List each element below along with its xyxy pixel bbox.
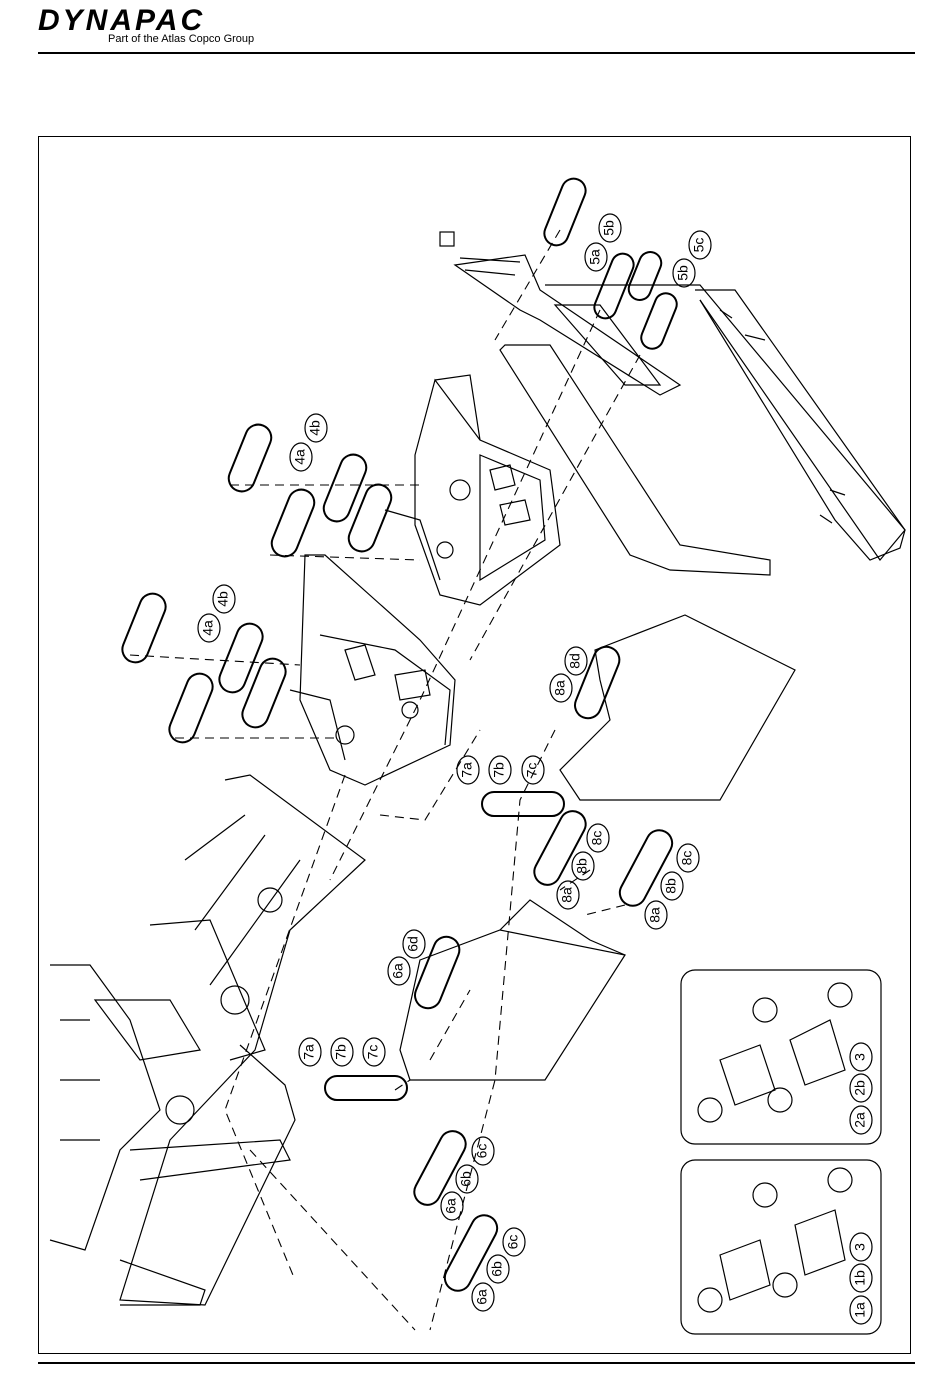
svg-text:7c: 7c — [524, 763, 540, 778]
callout-6d: 6d — [403, 930, 425, 958]
callout-6c-low: 6c — [503, 1228, 525, 1256]
lower-cassette-drawing — [290, 555, 455, 785]
callout-1a: 1a — [850, 1296, 872, 1324]
callout-1b: 1b — [850, 1264, 872, 1292]
callout-7c-top: 7c — [522, 756, 544, 784]
svg-text:6c: 6c — [505, 1235, 521, 1250]
callout-6c-mid: 6c — [472, 1137, 494, 1165]
svg-text:6b: 6b — [458, 1171, 474, 1187]
svg-text:6a: 6a — [390, 963, 406, 979]
callout-2a: 2a — [850, 1106, 872, 1134]
svg-text:7c: 7c — [365, 1045, 381, 1060]
svg-text:5c: 5c — [691, 238, 707, 253]
svg-text:8c: 8c — [679, 851, 695, 866]
footer-divider — [38, 1362, 915, 1364]
svg-text:1a: 1a — [852, 1302, 868, 1318]
svg-text:8c: 8c — [589, 831, 605, 846]
svg-text:8a: 8a — [552, 680, 568, 696]
svg-text:5b: 5b — [675, 265, 691, 281]
svg-text:6c: 6c — [474, 1144, 490, 1159]
callout-8c-mid: 8c — [587, 824, 609, 852]
svg-text:6d: 6d — [405, 936, 421, 952]
callout-3-upper: 3 — [850, 1043, 872, 1071]
callout-7c-low: 7c — [363, 1038, 385, 1066]
callout-6a-mid: 6a — [441, 1192, 463, 1220]
callout-6a-low: 6a — [472, 1283, 494, 1311]
callout-4b-mid: 4b — [213, 585, 235, 613]
svg-text:4a: 4a — [292, 449, 308, 465]
svg-text:6a: 6a — [474, 1289, 490, 1305]
callout-5c: 5c — [689, 231, 711, 259]
callout-8a-low: 8a — [645, 901, 667, 929]
callout-8d: 8d — [565, 647, 587, 675]
svg-text:2a: 2a — [852, 1112, 868, 1128]
callout-2b: 2b — [850, 1074, 872, 1102]
callout-7b-top: 7b — [489, 756, 511, 784]
svg-text:8a: 8a — [559, 887, 575, 903]
drum-shells-drawing — [400, 615, 795, 1080]
upper-cassette-drawing — [385, 375, 560, 605]
svg-text:3: 3 — [852, 1243, 868, 1251]
callout-8b-low: 8b — [661, 872, 683, 900]
callout-6b-low: 6b — [487, 1255, 509, 1283]
svg-text:8b: 8b — [574, 858, 590, 874]
callout-4a-top: 4a — [290, 443, 312, 471]
svg-text:5b: 5b — [601, 220, 617, 236]
svg-text:6b: 6b — [489, 1261, 505, 1277]
svg-text:3: 3 — [852, 1053, 868, 1061]
coupling-parts-drawing — [698, 983, 852, 1312]
callout-8a-mid: 8a — [557, 881, 579, 909]
fastener-groups — [118, 175, 680, 1295]
svg-text:8b: 8b — [663, 878, 679, 894]
callout-7b-low: 7b — [331, 1038, 353, 1066]
callout-7a-low: 7a — [299, 1038, 321, 1066]
svg-text:2b: 2b — [852, 1080, 868, 1096]
svg-text:6a: 6a — [443, 1198, 459, 1214]
svg-text:7a: 7a — [459, 762, 475, 778]
callout-5b-lower: 5b — [673, 259, 695, 287]
callout-7a-top: 7a — [457, 756, 479, 784]
svg-text:7a: 7a — [301, 1044, 317, 1060]
callout-3-lower: 3 — [850, 1233, 872, 1261]
svg-text:7b: 7b — [333, 1044, 349, 1060]
callout-4a-mid: 4a — [198, 614, 220, 642]
svg-text:4b: 4b — [215, 591, 231, 607]
svg-text:8a: 8a — [647, 907, 663, 923]
callout-5a: 5a — [585, 243, 607, 271]
callout-8b-mid: 8b — [572, 852, 594, 880]
assembly-lines — [130, 230, 640, 1330]
svg-text:5a: 5a — [587, 249, 603, 265]
svg-text:4a: 4a — [200, 620, 216, 636]
callout-4b-top: 4b — [305, 414, 327, 442]
svg-text:7b: 7b — [491, 762, 507, 778]
callout-6a-top: 6a — [388, 957, 410, 985]
callout-8a-top: 8a — [550, 674, 572, 702]
callout-8c-low: 8c — [677, 844, 699, 872]
chassis-drawing — [50, 775, 365, 1305]
callout-5b: 5b — [599, 214, 621, 242]
svg-text:4b: 4b — [307, 420, 323, 436]
svg-text:8d: 8d — [567, 653, 583, 669]
svg-text:1b: 1b — [852, 1270, 868, 1286]
